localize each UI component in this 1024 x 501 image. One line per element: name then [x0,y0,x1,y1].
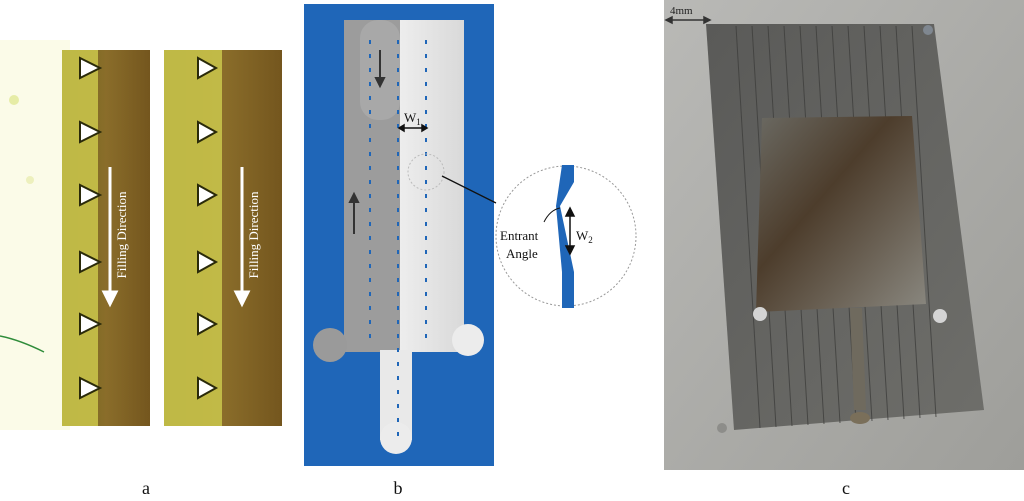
left-background [0,40,70,430]
w1-marker [397,123,429,133]
micrograph-left: Filling Direction [62,50,150,426]
device-photo: 4mm [664,0,1024,470]
micrograph-right: Filling Direction [164,50,282,426]
filling-arrow-left [101,167,119,308]
panel-c: 4mm [664,0,1024,470]
outlet-port [380,422,412,454]
filling-direction-label: Filling Direction [114,191,129,279]
pillar-wall [556,165,574,308]
scale-bar [664,15,712,25]
panel-b: W1 W2 Entrant Angle [300,0,660,470]
entrant-angle-label-line2: Angle [506,246,538,261]
scale-label: 4mm [670,5,693,17]
channel-schematic: W1 W2 Entrant Angle [304,4,637,466]
electrode-lead [850,308,866,410]
pillar-rows [369,40,427,440]
inlet-port-left [313,328,347,362]
caption-a: a [142,478,150,498]
panel-a: Filling Direction Filling Direction [0,40,290,430]
caption-c: c [842,478,850,498]
electrode-pad [756,116,926,312]
inlet-port-right [452,324,484,356]
w2-label: W2 [576,228,593,245]
filling-arrow-right [233,167,251,308]
entrant-angle-label-line1: Entrant [500,228,539,243]
w1-label: W1 [404,110,421,127]
micrograph-pair: Filling Direction Filling Direction [0,40,282,430]
filling-direction-label: Filling Direction [246,191,261,279]
port-right [933,309,947,323]
w2-marker [564,206,576,256]
port-left [753,307,767,321]
caption-b: b [393,478,403,498]
